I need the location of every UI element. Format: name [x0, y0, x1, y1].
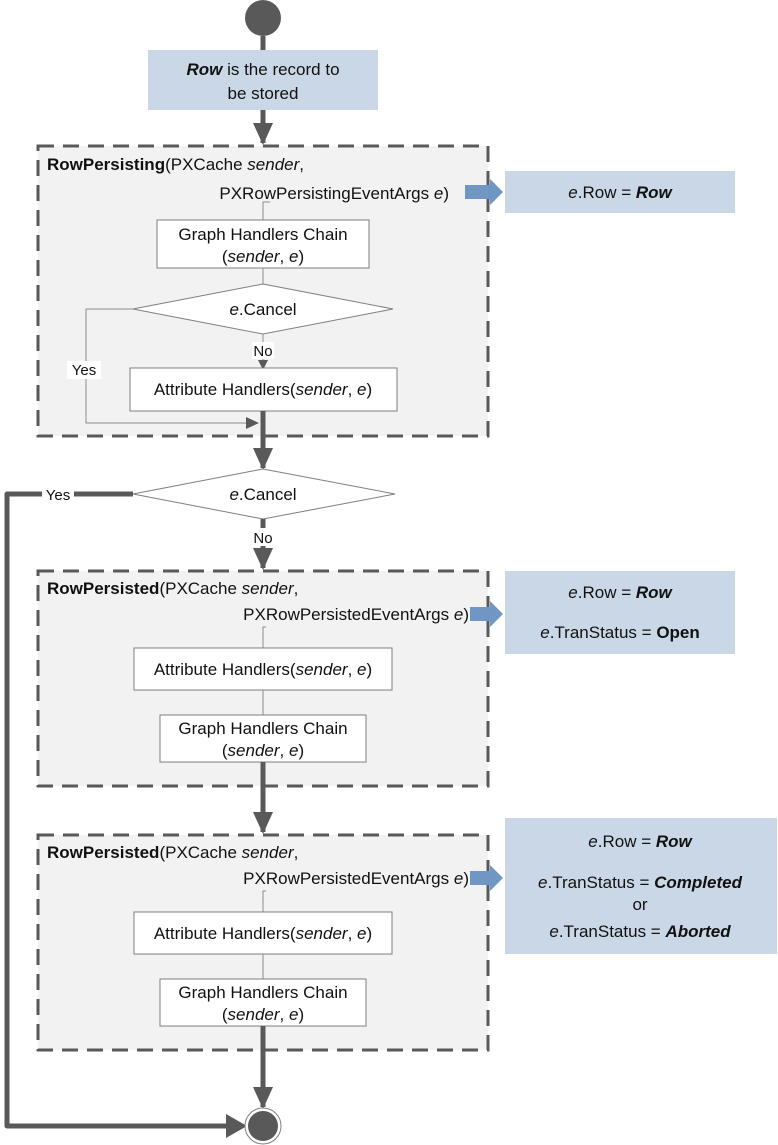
start-node — [245, 0, 281, 36]
row-persisting-signature-line-2: PXRowPersistingEventArgs e) — [219, 184, 449, 203]
row-persisted-1-signature-line-1: RowPersisted(PXCache sender, — [47, 579, 298, 598]
intro-line-1: Row is the record to — [186, 60, 339, 79]
attribute-handlers-box — [133, 647, 393, 691]
intro-box — [148, 50, 378, 110]
graph-handlers-chain-args: (sender, e) — [222, 741, 304, 760]
row-persisted-2-signature-line-2: PXRowPersistedEventArgs e) — [243, 869, 469, 888]
note-arrow-icon — [470, 601, 503, 627]
graph-handlers-chain-title: Graph Handlers Chain — [178, 983, 347, 1002]
note-arrow-icon — [465, 179, 503, 205]
row-persisting-signature-line-1: RowPersisting(PXCache sender, — [47, 155, 304, 174]
row-persisted-2-note-line-1: e.Row = Row — [588, 832, 693, 851]
no-label-outer: No — [253, 530, 272, 547]
arrowhead-icon — [246, 417, 259, 429]
intro-line-2: be stored — [228, 84, 299, 103]
attribute-handlers-label: Attribute Handlers(sender, e) — [154, 924, 372, 943]
connector — [262, 626, 266, 648]
note-arrow-icon — [470, 865, 503, 891]
connector — [262, 201, 270, 220]
graph-handlers-chain-args: (sender, e) — [222, 247, 304, 266]
cancel-decision-inner-label: e.Cancel — [229, 300, 296, 319]
row-persisted-2-note-line-2: e.TranStatus = Completed — [538, 873, 743, 892]
cancel-decision-outer-label: e.Cancel — [229, 485, 296, 504]
attribute-handlers-label: Attribute Handlers(sender, e) — [154, 380, 372, 399]
graph-handlers-chain-box — [159, 978, 367, 1027]
graph-handlers-chain-title: Graph Handlers Chain — [178, 719, 347, 738]
graph-handlers-chain-box — [156, 219, 370, 269]
row-persisted-2-note-or: or — [632, 895, 647, 914]
arrowhead-icon — [226, 1114, 247, 1138]
attribute-handlers-box — [133, 911, 393, 955]
attribute-handlers-box — [129, 367, 398, 412]
yes-label-outer-bg — [42, 485, 74, 503]
graph-handlers-chain-box — [159, 714, 367, 763]
no-label-outer-bg — [251, 528, 275, 546]
no-label-bg — [252, 342, 274, 359]
attribute-handlers-label: Attribute Handlers(sender, e) — [154, 660, 372, 679]
row-persisting-note-text: e.Row = Row — [568, 183, 673, 202]
end-node — [248, 1111, 278, 1141]
graph-handlers-chain-args: (sender, e) — [222, 1005, 304, 1024]
row-persisted-1-note-line-1: e.Row = Row — [568, 583, 673, 602]
row-persisted-2-signature-line-1: RowPersisted(PXCache sender, — [47, 843, 298, 862]
row-persisted-2-note-line-4: e.TranStatus = Aborted — [549, 922, 731, 941]
connector — [262, 890, 266, 912]
yes-label: Yes — [72, 362, 96, 379]
yes-label-bg — [67, 361, 101, 379]
row-persisted-2-note — [505, 818, 777, 954]
row-persisted-1-signature-line-2: PXRowPersistedEventArgs e) — [243, 605, 469, 624]
row-persisting-note — [505, 171, 735, 213]
yes-label-outer: Yes — [46, 487, 70, 504]
row-persisted-1-note-line-2: e.TranStatus = Open — [540, 623, 700, 642]
no-label: No — [253, 343, 272, 360]
row-persisted-1-note — [505, 571, 735, 654]
graph-handlers-chain-title: Graph Handlers Chain — [178, 225, 347, 244]
